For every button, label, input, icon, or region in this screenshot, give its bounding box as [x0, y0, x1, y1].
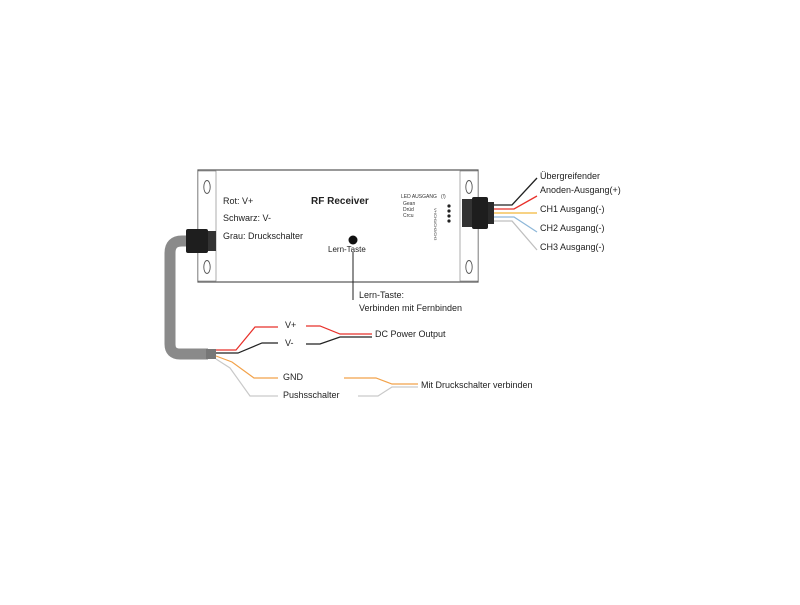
label-gnd: GND — [283, 372, 303, 382]
label-anoden-ausgang: Anoden-Ausgang(+) — [540, 185, 621, 195]
push-switch-wires — [344, 377, 418, 397]
wire-anode-red — [494, 195, 538, 210]
right-output-wires — [494, 177, 538, 251]
learn-callout-title: Lern-Taste: — [359, 290, 405, 300]
led-label-1: Gean — [403, 201, 416, 207]
legend-grey: Grau: Druckschalter — [223, 231, 304, 241]
label-ch1: CH1 Ausgang(-) — [540, 204, 605, 214]
label-uebergreifender: Übergreifender — [540, 171, 601, 181]
label-vplus: V+ — [285, 320, 297, 330]
learn-button-icon — [348, 235, 358, 245]
led-label-2: Drüd — [403, 207, 414, 213]
led-header: LED AUSGANG — [401, 194, 437, 200]
label-vminus: V- — [285, 338, 294, 348]
left-mount-tab — [197, 170, 217, 282]
label-push: Pushsschalter — [283, 390, 340, 400]
device-title: RF Receiver — [311, 196, 369, 207]
label-push-connect: Mit Druckschalter verbinden — [421, 380, 533, 390]
wire-ch3 — [494, 220, 538, 251]
learn-callout-desc: Verbinden mit Fernbinden — [359, 303, 463, 313]
cable-sheath — [164, 235, 208, 360]
right-plug-tail — [488, 202, 494, 224]
wire-ch2 — [494, 216, 538, 233]
led-label-3: Crcu — [403, 213, 414, 219]
led-indicator-icons — [447, 204, 451, 223]
label-ch3: CH3 Ausgang(-) — [540, 242, 605, 252]
right-socket — [462, 199, 472, 227]
led-header-suffix: (!) — [441, 194, 446, 200]
wire-grey — [215, 358, 278, 397]
wire-orange — [215, 355, 278, 379]
receiver-housing — [197, 169, 479, 283]
legend-red: Rot: V+ — [223, 196, 254, 206]
left-socket — [208, 231, 216, 251]
legend-black: Schwarz: V- — [223, 213, 272, 223]
label-ch2: CH2 Ausgang(-) — [540, 223, 605, 233]
connector-side-text: V+/CH1/CH2/CH3 — [433, 208, 438, 241]
cable-wires — [215, 326, 278, 397]
left-plug-body — [186, 229, 208, 253]
right-connector-plug — [462, 197, 494, 229]
left-cable — [164, 229, 216, 360]
screw-hole-icon — [203, 180, 473, 274]
wire-red — [216, 326, 278, 351]
learn-button-label: Lern-Taste — [328, 245, 366, 254]
label-dc-output: DC Power Output — [375, 329, 446, 339]
right-plug-body — [472, 197, 488, 229]
dc-output-wires — [306, 325, 372, 345]
wire-black — [216, 342, 278, 354]
housing-body — [197, 169, 479, 283]
wire-anode — [494, 177, 538, 206]
cable-end — [206, 349, 216, 359]
